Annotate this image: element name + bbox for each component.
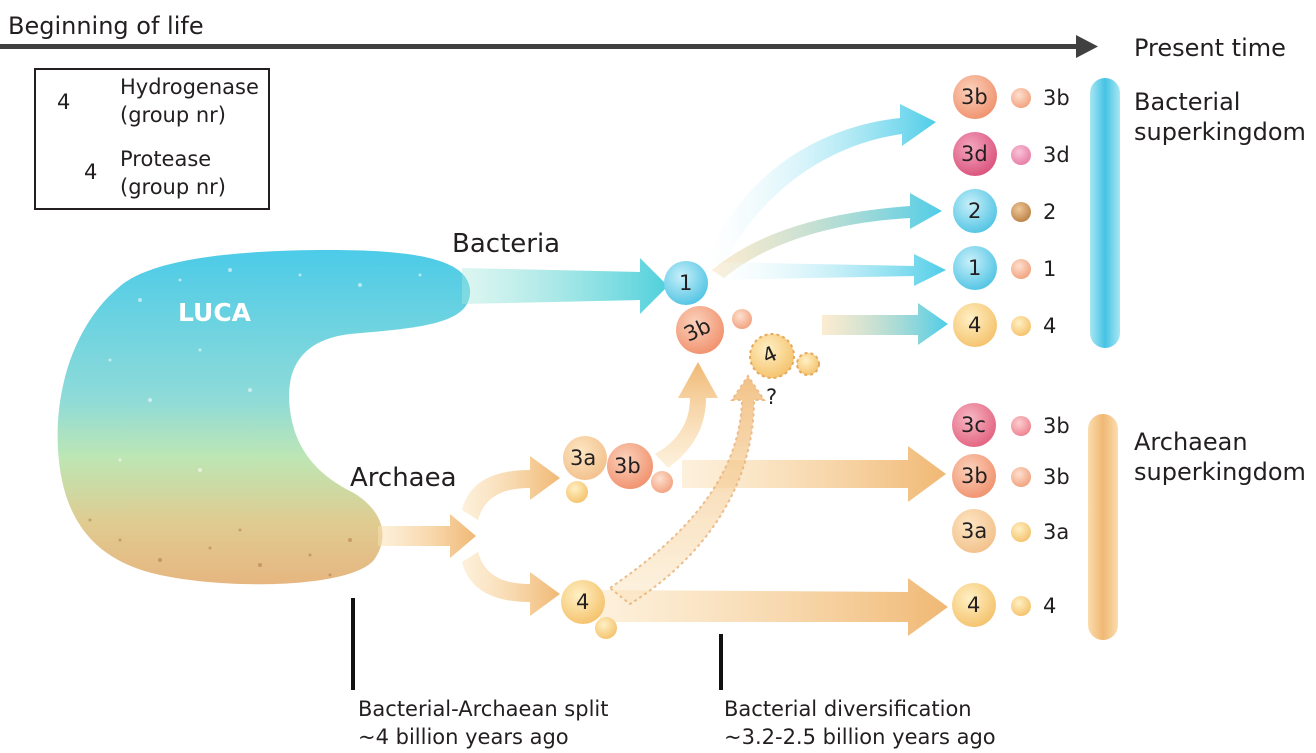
diversification-event-line2: ~3.2-2.5 billion years ago xyxy=(724,724,996,750)
bacterial-superkingdom-line2: superkingdom xyxy=(1134,118,1306,146)
transfer-arrow-3b xyxy=(655,362,718,468)
legend-hydrogenase-symbol: 4 xyxy=(57,89,70,115)
bact-out-3b-pro xyxy=(1011,88,1031,108)
bact-out-hyd-label: 1 xyxy=(968,255,981,281)
bact-arrow-3b xyxy=(705,104,936,268)
archaeal-3b-protease xyxy=(651,471,673,493)
arch-out-hyd-label: 4 xyxy=(967,592,980,618)
arch-out-3c-pro xyxy=(1011,416,1031,436)
uncertain-mark: ? xyxy=(766,384,777,410)
bact-out-3d-pro xyxy=(1011,145,1031,165)
legend-hydrogenase-line1: Hydrogenase xyxy=(120,74,259,100)
bact-out-pro-label: 1 xyxy=(1043,256,1056,282)
bact-out-pro-label: 3b xyxy=(1043,85,1070,111)
bacteria-arrow xyxy=(462,258,668,314)
diversification-tick xyxy=(719,634,723,690)
bacterial-3b-protease xyxy=(732,309,752,329)
bacteria-label: Bacteria xyxy=(452,230,560,258)
arch-out-3b-pro xyxy=(1011,467,1031,487)
legend-protease-line2: (group nr) xyxy=(120,174,226,200)
archaean-superkingdom-line1: Archaean xyxy=(1134,428,1248,456)
timeline-start-label: Beginning of life xyxy=(8,12,204,40)
legend-protease-line1: Protease xyxy=(120,146,211,172)
bact-out-2-pro xyxy=(1011,202,1031,222)
bact-out-hyd-label: 3d xyxy=(961,141,988,167)
archaea-stub-arrow xyxy=(378,514,476,558)
archaeal-3a-label: 3a xyxy=(570,445,596,471)
arch-out-pro-label: 3a xyxy=(1043,519,1069,545)
archaeal-3a-protease xyxy=(566,481,588,503)
bacterial-root-label: 1 xyxy=(679,270,692,296)
bact-out-4-pro xyxy=(1011,316,1031,336)
arch-out-pro-label: 3b xyxy=(1043,464,1070,490)
bact-out-pro-label: 2 xyxy=(1043,199,1056,225)
bact-out-hyd-label: 2 xyxy=(968,198,981,224)
bact-arrow-4 xyxy=(822,303,948,345)
arch-out-hyd-label: 3a xyxy=(961,518,987,544)
archaean-superkingdom-bar xyxy=(1088,414,1118,640)
bacterial-4-uncertain-protease xyxy=(797,353,819,375)
arch-out-3a-pro xyxy=(1011,522,1031,542)
legend-hydrogenase-line2: (group nr) xyxy=(120,102,226,128)
archaea-upper-branch xyxy=(462,456,560,520)
timeline-end-label: Present time xyxy=(1134,34,1286,62)
bact-out-1-pro xyxy=(1011,259,1031,279)
archaean-superkingdom-line2: superkingdom xyxy=(1134,458,1306,486)
arch-out-hyd-label: 3c xyxy=(961,412,986,438)
transfer-arrow-4-uncertain xyxy=(610,376,764,604)
bact-out-hyd-label: 3b xyxy=(961,84,988,110)
archaea-label: Archaea xyxy=(350,464,457,492)
arch-out-hyd-label: 3b xyxy=(961,463,988,489)
split-event-line1: Bacterial-Archaean split xyxy=(358,696,608,722)
archaeal-4-label: 4 xyxy=(576,589,589,615)
bact-out-pro-label: 4 xyxy=(1043,313,1056,339)
split-tick xyxy=(351,598,355,690)
bacterial-superkingdom-line1: Bacterial xyxy=(1134,88,1240,116)
luca-label: LUCA xyxy=(178,299,251,327)
archaeal-3b-label: 3b xyxy=(614,453,641,479)
arch-out-pro-label: 4 xyxy=(1043,593,1056,619)
split-event-line2: ~4 billion years ago xyxy=(358,724,569,750)
bact-out-hyd-label: 4 xyxy=(968,312,981,338)
legend-protease-symbol: 4 xyxy=(84,159,97,185)
arch-out-4-pro xyxy=(1011,596,1031,616)
archaea-lower-branch xyxy=(462,552,560,616)
bacterial-superkingdom-bar xyxy=(1090,78,1120,348)
arch-out-pro-label: 3b xyxy=(1043,413,1070,439)
archaeal-4-protease xyxy=(595,617,617,639)
diversification-event-line1: Bacterial diversification xyxy=(724,696,972,722)
bact-out-pro-label: 3d xyxy=(1043,142,1070,168)
